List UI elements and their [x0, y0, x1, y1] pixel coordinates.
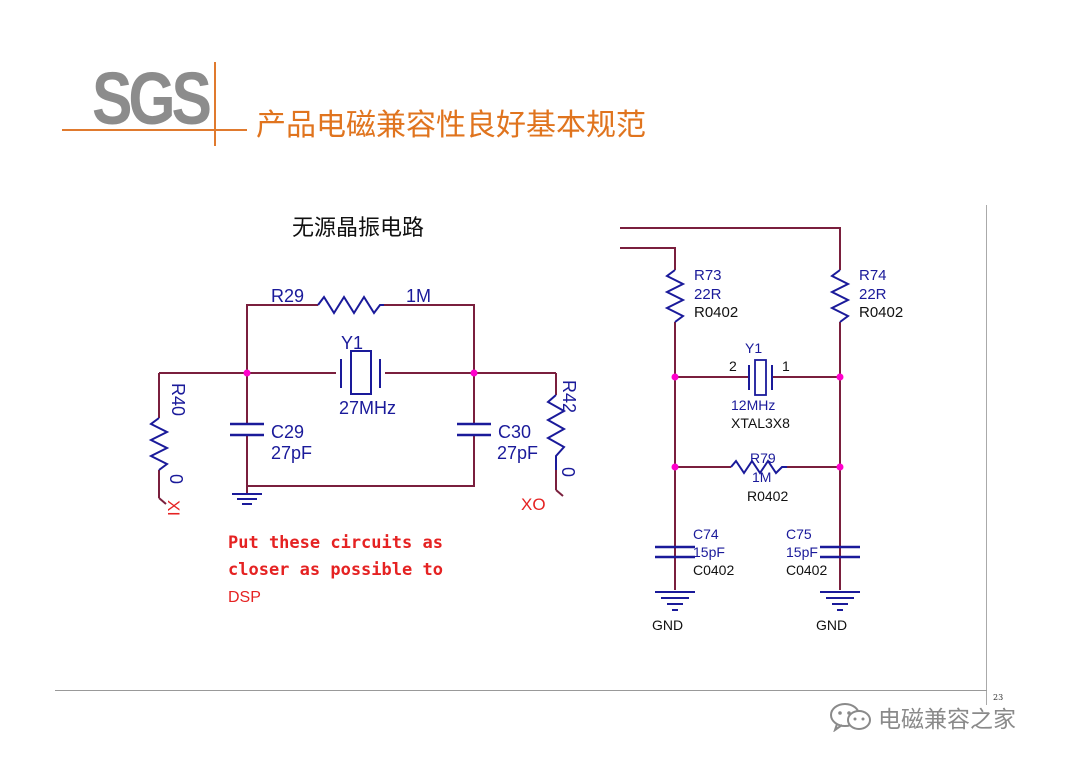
r29-ref: R29 — [271, 286, 304, 306]
note-line-3: DSP — [228, 589, 261, 606]
r79-ref: R79 — [750, 450, 776, 466]
c74-value: 15pF — [693, 544, 725, 560]
r42-ref: R42 — [559, 380, 579, 413]
c29-value: 27pF — [271, 443, 312, 463]
left-circuit — [148, 295, 567, 505]
left-junctions — [243, 369, 478, 377]
c29-capacitor-symbol — [230, 422, 264, 437]
r29-value: 1M — [406, 286, 431, 306]
page-title: 产品电磁兼容性良好基本规范 — [256, 108, 646, 143]
r79-package: R0402 — [747, 488, 788, 504]
y1-right-package: XTAL3X8 — [731, 415, 790, 431]
y1-right-ref: Y1 — [745, 340, 762, 356]
c30-ref: C30 — [498, 422, 531, 442]
r79-resistor-symbol — [730, 459, 787, 475]
c74-capacitor-symbol — [655, 545, 695, 559]
right-labels: R73 22R R0402 R74 22R R0402 Y1 2 1 12MHz… — [652, 267, 903, 633]
c29-ref: C29 — [271, 422, 304, 442]
watermark: 电磁兼容之家 — [828, 700, 1016, 734]
y1-crystal-symbol — [340, 350, 381, 395]
r74-resistor-symbol — [829, 269, 851, 323]
r74-value: 22R — [859, 286, 887, 303]
r73-resistor-symbol — [664, 269, 686, 323]
left-labels: R29 1M Y1 27MHz R40 0 R42 0 C29 27pF C30… — [164, 286, 579, 516]
right-ground-right-icon — [820, 591, 860, 611]
footer-divider — [55, 690, 987, 691]
r74-package: R0402 — [859, 304, 903, 321]
left-circuit-title: 无源晶振电路 — [292, 216, 425, 241]
r73-package: R0402 — [694, 304, 738, 321]
y1-value: 27MHz — [339, 398, 396, 418]
r74-ref: R74 — [859, 267, 887, 284]
r40-ref: R40 — [168, 383, 188, 416]
xi-port-wire — [158, 497, 167, 505]
c30-value: 27pF — [497, 443, 538, 463]
note-line-1: Put these circuits as — [228, 533, 443, 553]
c74-package: C0402 — [693, 562, 734, 578]
r42-value: 0 — [558, 467, 578, 477]
sgs-logo: SGS — [92, 57, 212, 140]
r40-resistor-symbol — [148, 417, 170, 471]
left-ground-icon — [232, 493, 262, 505]
wechat-icon — [830, 703, 871, 732]
right-circuit — [620, 227, 860, 611]
xi-label: XI — [164, 500, 183, 516]
c74-ref: C74 — [693, 526, 719, 542]
r42-resistor-symbol — [545, 394, 567, 470]
xo-label: XO — [521, 495, 546, 514]
r79-value: 1M — [752, 469, 771, 485]
logo-underline — [62, 129, 247, 131]
y1-pin-2: 2 — [729, 358, 737, 374]
c75-ref: C75 — [786, 526, 812, 542]
xo-port-wire — [555, 489, 564, 497]
r73-ref: R73 — [694, 267, 722, 284]
right-ground-left-icon — [655, 591, 695, 611]
page-number: 23 — [993, 693, 1004, 702]
gnd-right-label: GND — [816, 617, 847, 633]
c75-package: C0402 — [786, 562, 827, 578]
y1-ref: Y1 — [341, 333, 363, 353]
right-junctions — [671, 373, 844, 471]
placement-note: Put these circuits as closer as possible… — [228, 530, 443, 611]
logo-divider — [214, 62, 216, 146]
r73-value: 22R — [694, 286, 722, 303]
watermark-text: 电磁兼容之家 — [878, 707, 1016, 733]
right-border-line — [986, 205, 987, 705]
c30-capacitor-symbol — [457, 422, 491, 437]
gnd-left-label: GND — [652, 617, 683, 633]
y1-right-crystal-symbol — [748, 359, 773, 396]
c75-capacitor-symbol — [820, 545, 860, 559]
c75-value: 15pF — [786, 544, 818, 560]
r29-resistor-symbol — [317, 295, 384, 315]
note-line-2: closer as possible to — [228, 560, 443, 580]
r40-value: 0 — [166, 474, 186, 484]
y1-right-value: 12MHz — [731, 397, 775, 413]
y1-pin-1: 1 — [782, 358, 790, 374]
right-wires — [620, 227, 841, 590]
